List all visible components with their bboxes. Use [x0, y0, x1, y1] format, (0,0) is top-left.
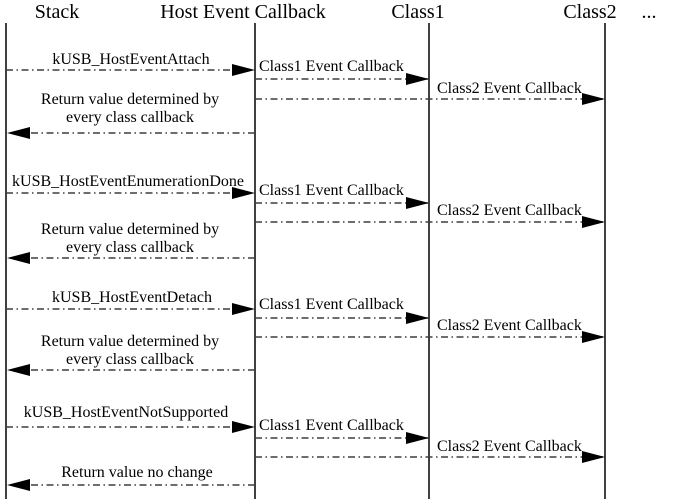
- message-arrowhead-4: [232, 187, 255, 199]
- message-arrowhead-8: [232, 303, 255, 315]
- message-arrowhead-14: [582, 451, 605, 463]
- message-label-5: Class1 Event Callback: [259, 182, 404, 199]
- participant-label-dots: ...: [642, 1, 657, 23]
- message-arrowhead-0: [232, 64, 255, 76]
- message-arrowhead-3: [7, 127, 30, 139]
- message-arrowhead-5: [406, 197, 429, 209]
- message-arrowhead-1: [406, 73, 429, 85]
- message-label-6: Class2 Event Callback: [437, 202, 582, 219]
- message-arrowhead-7: [7, 252, 30, 264]
- participant-label-class2: Class2: [563, 1, 616, 23]
- message-label-3-line1: Return value determined by: [41, 91, 219, 108]
- participant-label-class1: Class1: [391, 1, 444, 23]
- message-label-9: Class1 Event Callback: [259, 296, 404, 313]
- message-label-15: Return value no change: [61, 464, 213, 481]
- message-label-10: Class2 Event Callback: [437, 317, 582, 334]
- message-arrowhead-15: [7, 479, 30, 491]
- message-arrowhead-11: [7, 364, 30, 376]
- message-label-11-line2: every class callback: [66, 351, 194, 368]
- message-label-2: Class2 Event Callback: [437, 80, 582, 97]
- message-arrowhead-13: [406, 432, 429, 444]
- message-arrowhead-12: [232, 421, 255, 433]
- message-label-8: kUSB_HostEventDetach: [52, 289, 212, 306]
- participant-label-stack: Stack: [35, 1, 79, 23]
- message-label-11-line1: Return value determined by: [41, 333, 219, 350]
- message-label-0: kUSB_HostEventAttach: [52, 51, 209, 68]
- message-label-1: Class1 Event Callback: [259, 58, 404, 75]
- message-label-7-line1: Return value determined by: [41, 221, 219, 238]
- message-arrowhead-9: [406, 312, 429, 324]
- message-label-4: kUSB_HostEventEnumerationDone: [12, 173, 244, 190]
- participant-label-host: Host Event Callback: [160, 1, 326, 23]
- message-label-12: kUSB_HostEventNotSupported: [24, 404, 228, 421]
- message-arrowhead-10: [582, 331, 605, 343]
- message-label-7-line2: every class callback: [66, 239, 194, 256]
- message-arrowhead-6: [582, 216, 605, 228]
- message-label-13: Class1 Event Callback: [259, 417, 404, 434]
- message-arrowhead-2: [582, 93, 605, 105]
- message-label-14: Class2 Event Callback: [437, 438, 582, 455]
- message-label-3-line2: every class callback: [66, 109, 194, 126]
